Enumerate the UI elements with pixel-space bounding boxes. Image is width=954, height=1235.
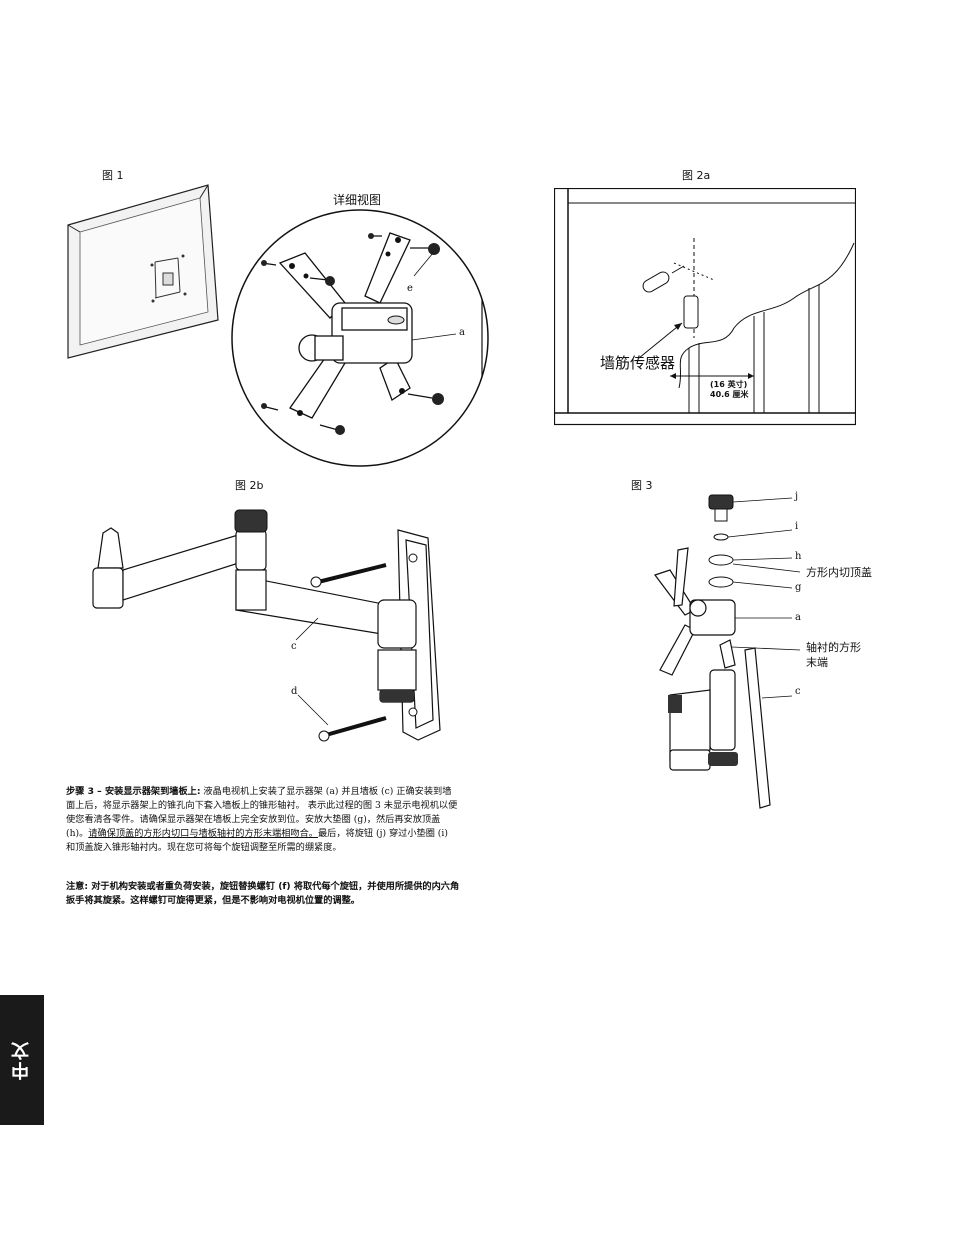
fig3-callout-c: c: [795, 686, 801, 697]
fig2a-spacing-line2: 40.6 厘米: [710, 390, 749, 399]
fig1-monitor-illustration: [67, 184, 219, 359]
note-paragraph: 注意: 对于机构安装或者重负荷安装，旋钮替换螺钉 (f) 将取代每个旋钮，并使用…: [66, 881, 460, 906]
fig2b-callout-d: d: [291, 686, 298, 697]
step3-paragraph: 步骤 3 – 安装显示器架到墙板上: 液晶电视机上安装了显示器架 (a) 并且墙…: [66, 785, 460, 855]
fig2a-sensor-label: 墙筋传感器: [600, 354, 676, 372]
fig3-callout-i: i: [795, 521, 799, 532]
fig1-label: 图 1: [102, 169, 124, 182]
fig3-text-callout-cap: 方形内切顶盖: [806, 566, 872, 579]
fig3-callout-h: h: [795, 551, 802, 562]
fig2a-stud-finder-illustration: [554, 188, 856, 426]
fig3-label: 图 3: [631, 479, 653, 492]
fig3-exploded-illustration: [654, 494, 801, 809]
language-tab: 中文: [0, 995, 44, 1125]
fig2b-label: 图 2b: [235, 479, 264, 492]
fig3-callout-g: g: [795, 582, 802, 593]
fig1-detail-title: 详细视图: [333, 193, 382, 207]
fig1-callout-a: a: [459, 327, 465, 338]
fig2b-wall-arm-illustration: [92, 509, 441, 742]
step3-text-a: 液晶电视机上安装了显示器架 (a) 并且墙板 (c) 正确安装到墙面上后，将显示…: [66, 786, 458, 839]
fig2a-spacing-line1: (16 英寸): [710, 380, 748, 389]
fig2b-callout-c: c: [291, 641, 297, 652]
language-tab-label: 中文: [11, 1040, 32, 1080]
fig3-callout-a: a: [795, 612, 801, 623]
fig3-text-callout-bushing-2: 末端: [806, 656, 828, 669]
fig1-detail-view: [231, 209, 489, 467]
step3-text-b: 最后，将旋钮 (j) 穿过小垫圈 (i) 和顶盖旋入锥形轴衬内。现在您可将每个旋…: [66, 828, 448, 853]
fig2a-label: 图 2a: [682, 169, 711, 182]
step3-heading: 步骤 3 – 安装显示器架到墙板上:: [66, 786, 201, 797]
fig3-callout-j: j: [795, 491, 799, 502]
step3-underlined: 请确保顶盖的方形内切口与墙板轴衬的方形末端相吻合。: [88, 828, 318, 839]
fig1-callout-e: e: [407, 283, 413, 294]
fig3-text-callout-bushing-1: 轴衬的方形: [806, 641, 861, 654]
